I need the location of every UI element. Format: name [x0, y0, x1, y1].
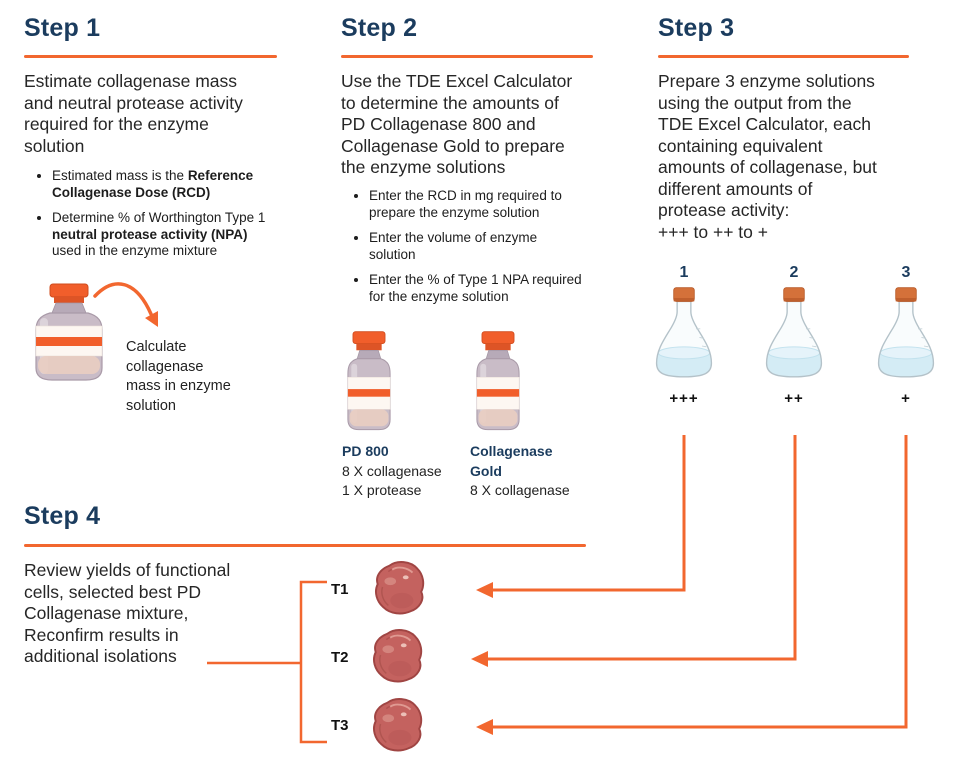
- bullet-text: Determine % of Worthington Type 1: [52, 210, 266, 225]
- step1-description: Estimate collagenase mass and neutral pr…: [24, 71, 243, 156]
- tissue-icon: [373, 698, 423, 752]
- step3-description: Prepare 3 enzyme solutions using the out…: [658, 71, 877, 242]
- step2-underline: [341, 55, 593, 58]
- step1-vial-caption: Calculate collagenase mass in enzyme sol…: [126, 339, 231, 414]
- flask1-number: 1: [679, 264, 689, 281]
- bottle-icon: [476, 331, 520, 431]
- flask-icon: [655, 287, 713, 378]
- vial-icon: [35, 283, 103, 381]
- bullet-text: Enter the RCD in mg required to prepare …: [369, 188, 562, 220]
- bottle-icon: [347, 331, 391, 431]
- step1-bullet-list: Estimated mass is the Reference Collagen…: [36, 168, 302, 269]
- step3-underline: [658, 55, 909, 58]
- bullet-text: Enter the volume of enzyme solution: [369, 230, 538, 262]
- tissue-bracket: [299, 580, 327, 744]
- flask2-activity: ++: [784, 390, 804, 407]
- flask3-group: 3 +: [868, 264, 944, 407]
- step2-title: Step 2: [341, 14, 418, 42]
- bottle1-line1: 8 X collagenase: [342, 462, 442, 479]
- step2-description: Use the TDE Excel Calculator to determin…: [341, 71, 573, 177]
- curved-arrow-icon: [93, 282, 158, 327]
- step3-title: Step 3: [658, 14, 735, 42]
- bullet-text: used in the enzyme mixture: [52, 243, 218, 258]
- flask-icon: [765, 287, 823, 378]
- flask1-activity: +++: [669, 390, 699, 407]
- bullet-text: Estimated mass is the: [52, 168, 188, 183]
- bullet-bold-text: neutral protease activity (NPA): [52, 226, 248, 242]
- flask1-group: 1 +++: [646, 264, 722, 407]
- t1-arrowhead-icon: [476, 582, 493, 598]
- step2-bullet-3: Enter the % of Type 1 NPA required for t…: [369, 272, 629, 305]
- t3-arrowhead-icon: [476, 719, 493, 735]
- tissue3-label: T3: [331, 717, 349, 734]
- flask3-activity: +: [901, 390, 911, 407]
- step1-bullet-2: Determine % of Worthington Type 1 neutra…: [52, 210, 302, 260]
- bottle1-line2: 1 X protease: [342, 482, 422, 498]
- bottle2-line1: 8 X collagenase: [470, 482, 570, 498]
- tissue1-label: T1: [331, 581, 349, 598]
- tissue-icon: [375, 561, 425, 615]
- bullet-text: Enter the % of Type 1 NPA required for t…: [369, 272, 582, 304]
- step2-bullet-list: Enter the RCD in mg required to prepare …: [353, 188, 629, 314]
- step1-underline: [24, 55, 277, 58]
- bottle2-label: Collagenase Gold 8 X collagenase: [470, 442, 595, 501]
- step4-description: Review yields of functional cells, selec…: [24, 560, 231, 666]
- flask-icon: [877, 287, 935, 378]
- t2-arrowhead-icon: [471, 651, 488, 667]
- step1-bullet-1: Estimated mass is the Reference Collagen…: [52, 168, 302, 201]
- flask2-group: 2 ++: [756, 264, 832, 407]
- flask3-number: 3: [901, 264, 911, 281]
- bottle1-label: PD 800 8 X collagenase 1 X protease: [342, 442, 467, 501]
- tissue-icon: [373, 629, 423, 683]
- step2-bullet-2: Enter the volume of enzyme solution: [369, 230, 629, 263]
- step2-bullet-1: Enter the RCD in mg required to prepare …: [369, 188, 629, 221]
- bullet-bold-text: Reference Collagenase Dose (RCD): [52, 168, 254, 200]
- flask2-number: 2: [789, 264, 799, 281]
- bottle1-name: PD 800: [342, 443, 389, 459]
- tissue2-label: T2: [331, 649, 349, 666]
- step1-title: Step 1: [24, 14, 101, 42]
- step4-title: Step 4: [24, 502, 101, 530]
- step4-underline: [24, 544, 586, 547]
- bottle2-name: Collagenase Gold: [470, 443, 553, 479]
